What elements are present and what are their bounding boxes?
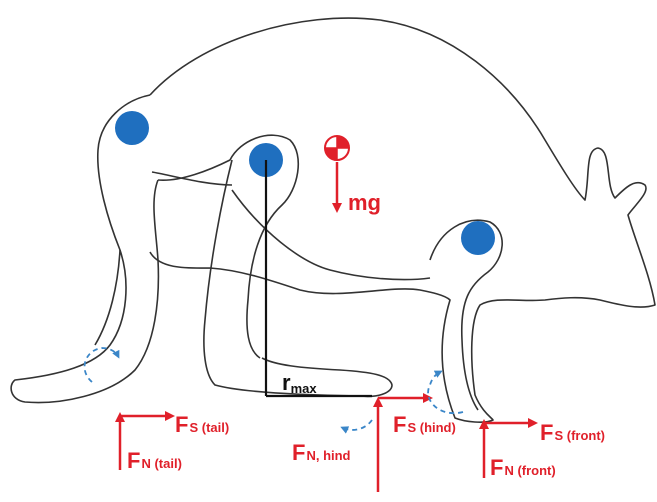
weight-label: mg bbox=[348, 190, 381, 215]
shoulder-joint-circle bbox=[461, 221, 495, 255]
fn-front-label: FN (front) bbox=[490, 455, 556, 480]
kangaroo-body-outline bbox=[150, 18, 655, 422]
fs-tail-label: FS (tail) bbox=[175, 412, 229, 437]
kangaroo-rump-line bbox=[152, 172, 232, 185]
front-rotation-arrow bbox=[428, 372, 463, 413]
center-of-mass-icon bbox=[325, 136, 349, 160]
fn-tail-label: FN (tail) bbox=[127, 448, 182, 473]
hind-rotation-arrow bbox=[343, 420, 372, 430]
fs-front-label: FS (front) bbox=[540, 420, 605, 445]
fs-hind-label: FS (hind) bbox=[393, 412, 456, 437]
fn-hind-label: FN, hind bbox=[292, 440, 351, 465]
kangaroo-tail-inner bbox=[95, 250, 120, 345]
rmax-label: rmax bbox=[282, 370, 317, 396]
hip-joint-circle bbox=[115, 111, 149, 145]
